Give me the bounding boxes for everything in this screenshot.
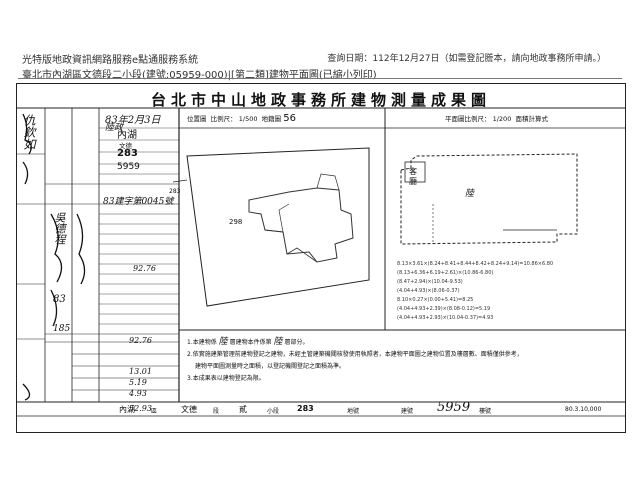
building-number: 5959 [117,162,140,172]
note-2: 2.依實施建築管理前建物登記之建物，未經主管建築機關核發使用執照者，本建物平面圖… [187,351,523,358]
footer-subsection: 貳 [239,405,247,414]
footer-section: 文德 [181,405,197,414]
note-3: 3.本成果表以建物登記為限。 [187,375,265,382]
location-scale-prefix: 比例尺： [210,115,237,123]
lot-number: 283 [117,148,138,159]
year-mark: 83 [53,294,66,305]
header-divider [18,78,622,79]
application-date: 83年2月3日 [105,115,161,126]
calc-line: (4.04+4.93+2.39)×(8.08-0.12)=5.19 [397,306,491,312]
note-1: 1.本建物係 陸 層建物本件係第 陸 層部分。 [187,336,523,349]
lot-label-298: 298 [229,218,243,226]
floor-area-label: 陸 [465,189,475,199]
district-value: 內湖 [117,130,137,141]
note1-part-hand: 陸 [273,337,283,347]
map-sheet-label: 地籍圖 [261,115,282,123]
room-label-1: 客 [409,167,417,176]
footer-section-suffix: 段 [213,408,220,415]
corner-label-283: 283 [169,188,181,195]
plan-scale-num: 1 [492,115,497,123]
location-plan-title: 位置圖 [187,115,207,123]
sum-area-value: 52.93 [129,404,152,413]
total-area-value: 92.76 [129,336,152,345]
certificate-number: 83建字第0045號 [103,197,174,207]
footer-district-suffix: 區 [151,408,158,415]
plan-scale-label: 平面圖比例尺： 1/200 面積計算式 [445,115,548,123]
plan-scale-den: 200 [498,115,512,123]
floor-plan [400,153,578,245]
footer-stamp-date: 80.3.10,000 [565,406,602,413]
applicant-signature: 仇欽如 [22,114,36,150]
section-value: 文德 [119,142,132,150]
footer-lot-suffix: 地號 [347,408,360,415]
footer-bldg-number: 5959 [437,400,471,415]
query-date: 查詢日期：112年12月27日（如需登記謄本，請向地政事務所申請。） [327,54,606,64]
location-plan-label: 位置圖 比例尺： 1/500 地籍圖 56 [187,113,296,124]
area-unit-label: 面積計算式 [515,115,548,123]
footer-row: 內湖 區 文德 段 貳 小段 283 地號 建號 5959 樓號 80.3.10… [17,400,625,418]
note1-mid: 層建物本件係第 [229,339,272,346]
calc-line: (8.13+6.36+6.19+2.61)×(10.86-6.80) [397,270,494,276]
owner-mark: 陸政 [105,123,124,133]
note1-suffix: 層部分。 [284,339,309,346]
room-label-2: 廳 [409,177,417,186]
sub-area-1: 13.01 [129,367,152,376]
footer-bldg-label: 建號 [401,408,414,415]
agent-signature: 吳德程 [53,212,66,245]
note1-floor-hand: 陸 [218,337,228,347]
map-sheet-value: 56 [283,113,296,124]
note1-prefix: 1.本建物係 [187,339,217,346]
footer-lot: 283 [297,404,314,413]
location-scale-den: 500 [245,115,258,123]
footer-subsection-suffix: 小段 [267,408,280,415]
survey-document: 台北市中山地政事務所建物測量成果圖 [16,83,626,433]
document-subtitle: 臺北市內湖區文德段二小段(建號:05959-000)|[第二類]建物平面圖(已縮… [22,70,377,81]
calc-line: 8.13×3.61×(8.24+8.41+8.44+8.42+8.24+9.14… [397,261,554,267]
location-plan [172,147,370,307]
area-calculations: 8.13×3.61×(8.24+8.41+8.44+8.42+8.24+9.14… [397,260,553,323]
note-2b: 建物平面圖測量時之面積，以登記機關登記之面積為準。 [195,363,346,370]
plan-scale-prefix: 平面圖比例尺： [445,115,491,123]
calc-line: (4.04+4.93)×(8.06-0.37) [397,288,460,294]
calc-line: (8.47+2.94)×(10.04-9.53) [397,279,463,285]
document-title: 台北市中山地政事務所建物測量成果圖 [150,91,491,109]
location-scale-num: 1 [238,115,243,123]
sub-area-2: 5.19 [129,378,147,387]
system-title: 光特版地政資訊網路服務e點通服務系統 [22,55,199,66]
signature-marks [22,113,86,401]
sub-area-3: 4.93 [129,389,147,398]
calc-line: 8.10×0.27×(0.00+5.41)=8.25 [397,297,474,303]
notes-section: 1.本建物係 陸 層建物本件係第 陸 層部分。 2.依實施建築管理前建物登記之建… [187,336,523,385]
footer-district: 內湖 [119,405,135,414]
time-mark: 185 [53,324,71,334]
floor-area-value: 92.76 [133,264,156,273]
document-linework [17,107,625,417]
page-header: 光特版地政資訊網路服務e點通服務系統 臺北市內湖區文德段二小段(建號:05959… [0,0,640,86]
calc-line: (4.04+4.93+2.93)×(10.04-0.37)=4.93 [397,315,494,321]
footer-bldg-suffix: 樓號 [479,408,492,415]
